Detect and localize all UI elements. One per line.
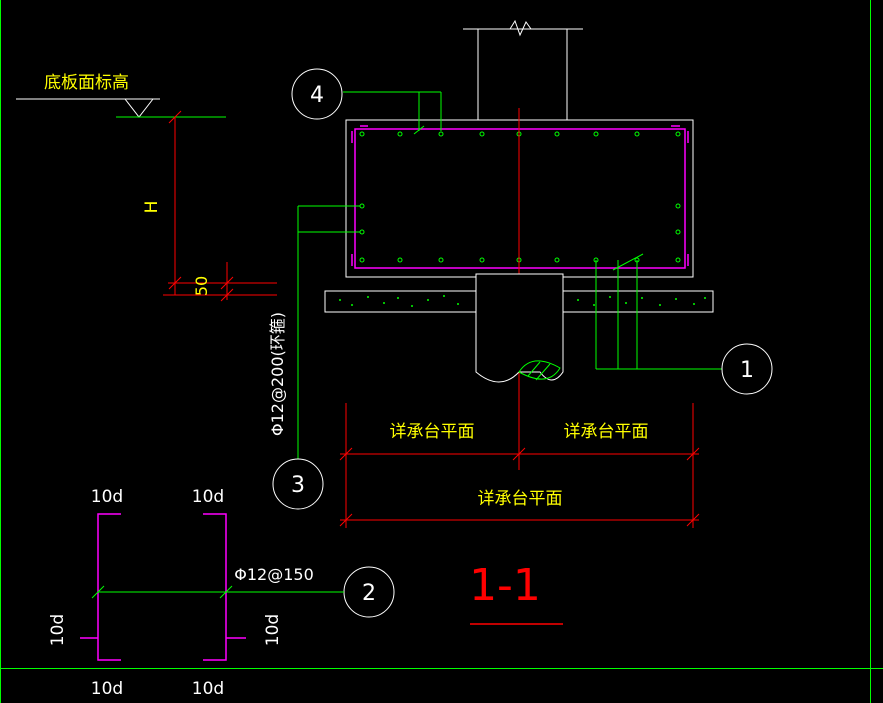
svg-text:2: 2 — [362, 581, 376, 606]
callout-4: 4 — [291, 68, 343, 120]
rebar-points — [359, 131, 681, 263]
stirrup-label: Φ12@200(环箍) — [268, 312, 287, 436]
height-dimension — [163, 110, 277, 302]
svg-text:4: 4 — [310, 83, 324, 108]
dim-50-label: 50 — [192, 276, 211, 296]
rebar-cage — [351, 125, 689, 269]
elevation-label: 底板面标高 — [44, 73, 129, 93]
svg-text:1: 1 — [740, 358, 754, 383]
anchor-right-label: 10d — [263, 614, 283, 646]
pile — [475, 273, 564, 383]
column — [463, 19, 583, 120]
anchor-top-left-label: 10d — [91, 487, 123, 507]
span-total-label: 详承台平面 — [478, 489, 563, 509]
callout-1: 1 — [721, 343, 773, 395]
svg-text:3: 3 — [291, 473, 305, 498]
leader-lines — [297, 91, 722, 460]
anchor-bottom-left-label: 10d — [91, 679, 123, 699]
rebar-2-label: Φ12@150 — [234, 565, 314, 584]
span-dimensions — [339, 403, 700, 528]
anchor-top-right-label: 10d — [192, 487, 224, 507]
span-left-label: 详承台平面 — [390, 422, 475, 442]
anchor-bottom-right-label: 10d — [192, 679, 224, 699]
elevation-marker: 底板面标高 — [16, 73, 226, 118]
anchor-left-label: 10d — [48, 614, 68, 646]
callout-2: 2 — [343, 566, 395, 618]
section-title: 1-1 — [469, 560, 563, 625]
callout-3: 3 — [272, 458, 324, 510]
rebar-detail — [80, 513, 344, 661]
span-right-label: 详承台平面 — [564, 422, 649, 442]
height-label: H — [142, 201, 162, 214]
svg-text:1-1: 1-1 — [469, 560, 541, 611]
